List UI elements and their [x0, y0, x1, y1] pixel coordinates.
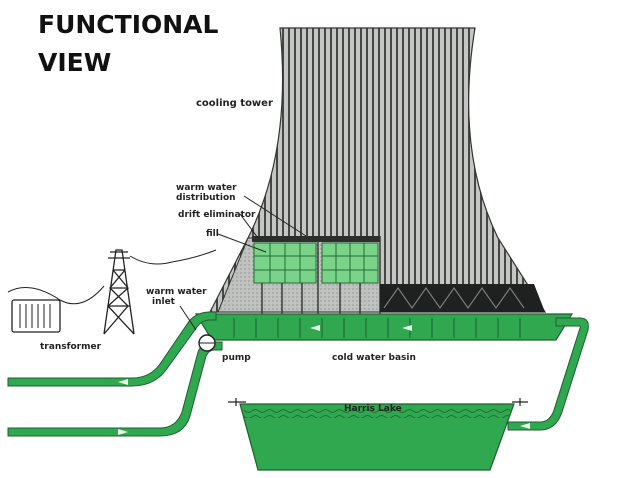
truss-section [380, 284, 545, 312]
slide-title: FUNCTIONAL VIEW [38, 10, 219, 77]
leader-fill [217, 233, 267, 253]
label-harris-lake: Harris Lake [344, 404, 402, 414]
cold-water-return-pipe [7, 341, 223, 437]
label-warm-water-inlet-2: inlet [152, 297, 176, 307]
label-cooling-tower: cooling tower [196, 98, 273, 109]
transformer [7, 285, 105, 333]
label-warm-water-distribution-2: distribution [176, 193, 236, 203]
label-drift-eliminator: drift eliminator [178, 210, 256, 220]
leader-warm-water-inlet [179, 305, 197, 331]
label-fill: fill [206, 229, 219, 239]
harris-lake [228, 398, 528, 471]
warm-water-pipe [7, 311, 217, 387]
fill-pack-left [253, 242, 317, 284]
cold-water-basin [194, 313, 574, 341]
label-transformer: transformer [40, 342, 102, 352]
drift-eliminator [252, 236, 380, 242]
leader-warm-water-distribution [243, 195, 307, 237]
label-pump: pump [222, 353, 251, 363]
pump [198, 334, 216, 352]
label-warm-water-inlet-1: warm water [146, 287, 207, 297]
transmission-tower [103, 249, 217, 335]
fill-pack-right [321, 242, 379, 284]
leader-drift-eliminator [239, 213, 259, 239]
label-cold-water-basin: cold water basin [332, 353, 416, 363]
label-warm-water-distribution-1: warm water [176, 183, 237, 193]
